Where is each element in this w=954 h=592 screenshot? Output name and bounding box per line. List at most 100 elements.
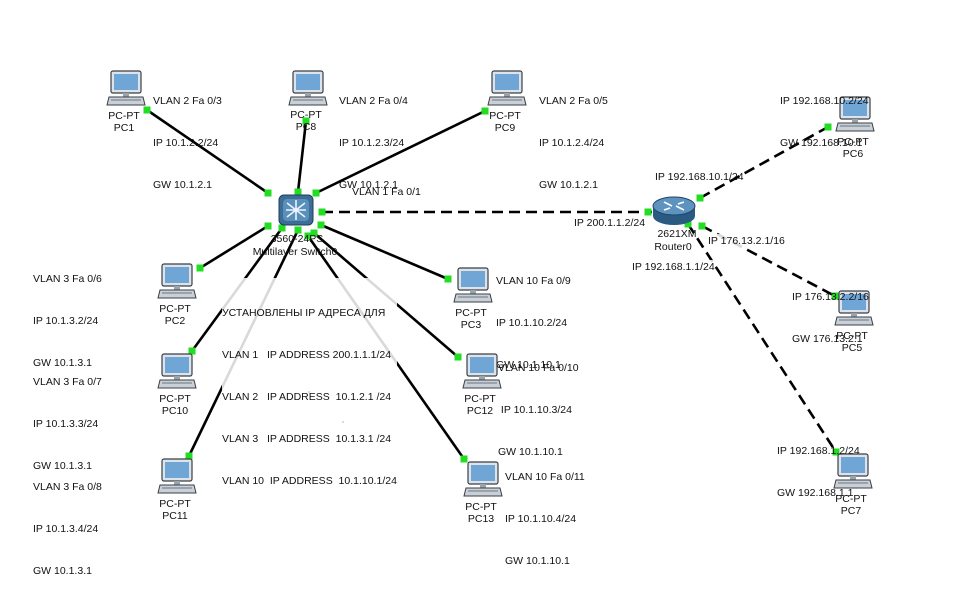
port-indicators-layer [143, 106, 840, 463]
pc9-notes: VLAN 2 Fa 0/5 IP 10.1.2.4/24 GW 10.1.2.1 [539, 66, 608, 206]
link-router-pc7-port-light-2 [832, 448, 840, 456]
pc1-note-vlan: VLAN 2 Fa 0/3 [153, 95, 222, 107]
pc-icon [463, 461, 503, 497]
pc8-note-gw: GW 10.1.2.1 [339, 179, 398, 191]
link-pc2-switch-port-light-1 [196, 264, 204, 272]
pc12-name-label: PC12 [466, 405, 494, 417]
pc13-name-label: PC13 [467, 513, 495, 525]
pc13-notes: VLAN 10 Fa 0/11 IP 10.1.10.4/24 GW 10.1.… [505, 442, 585, 582]
pc6-device[interactable] [835, 96, 875, 134]
pc13-note-gw: GW 10.1.10.1 [505, 555, 570, 567]
pc2-note-ip: IP 10.1.3.2/24 [33, 315, 99, 327]
pc2-note-gw: GW 10.1.3.1 [33, 357, 92, 369]
switch-model-label: 3560-24PS [270, 233, 324, 245]
switch-name-label: Multilayer Switch0 [252, 246, 338, 258]
pc5-name-label: PC5 [841, 342, 863, 354]
pc3-note-ip: IP 10.1.10.2/24 [496, 317, 568, 329]
pc5-type-label: PC-PT [836, 330, 868, 342]
pc10-type-label: PC-PT [159, 393, 191, 405]
pc9-note-ip: IP 10.1.2.4/24 [539, 137, 605, 149]
link-pc9-switch-port-light-1 [481, 107, 489, 115]
pc8-name-label: PC8 [295, 121, 317, 133]
link-pc1-switch[interactable] [146, 108, 269, 195]
pc1-device[interactable] [106, 70, 146, 108]
pc12-type-label: PC-PT [464, 393, 496, 405]
link-router-pc7-port-light-1 [684, 220, 692, 228]
pc-icon [462, 353, 502, 389]
link-pc1-switch-port-light-1 [143, 106, 151, 114]
pc8-device[interactable] [288, 70, 328, 108]
link-pc12-switch-port-light-2 [310, 229, 318, 237]
svi-note-vlan2: VLAN 2 IP ADDRESS 10.1.2.1 /24 [222, 391, 392, 403]
pc6-notes: IP 192.168.10.2/24 GW 192.168.10.1 [780, 66, 869, 164]
pc3-type-label: PC-PT [455, 307, 487, 319]
pc1-name-label: PC1 [113, 122, 135, 134]
router-icon[interactable] [652, 196, 696, 225]
pc2-name-label: PC2 [164, 315, 186, 327]
pc10-device[interactable] [157, 353, 197, 391]
link-pc13-switch-port-light-1 [460, 455, 468, 463]
pc8-notes: VLAN 2 Fa 0/4 IP 10.1.2.3/24 GW 10.1.2.1 [339, 66, 408, 206]
pc6-note-gw: GW 192.168.10.1 [780, 137, 863, 149]
pc13-note-ip: IP 10.1.10.4/24 [505, 513, 577, 525]
pc9-note-gw: GW 10.1.2.1 [539, 179, 598, 191]
pc1-type-label: PC-PT [108, 110, 140, 122]
pc9-device[interactable] [487, 70, 527, 108]
link-router-pc6-port-light-1 [696, 194, 704, 202]
pc11-name-label: PC11 [162, 510, 188, 522]
pc11-device[interactable] [157, 458, 197, 496]
pc8-type-label: PC-PT [290, 109, 322, 121]
pc-icon [833, 453, 873, 489]
pc5-note-gw: GW 176.13.2.1 [792, 333, 863, 345]
pc3-note-vlan: VLAN 10 Fa 0/9 [496, 275, 571, 287]
link-router-pc6[interactable] [699, 125, 829, 200]
pc9-note-vlan: VLAN 2 Fa 0/5 [539, 95, 608, 107]
svi-note-vlan3: VLAN 3 IP ADDRESS 10.1.3.1 /24 [222, 433, 392, 445]
pc11-note-ip: IP 10.1.3.4/24 [33, 523, 99, 535]
pc7-device[interactable] [833, 453, 873, 491]
pc7-name-label: PC7 [840, 505, 862, 517]
pc2-notes: VLAN 3 Fa 0/6 IP 10.1.3.2/24 GW 10.1.3.1 [33, 244, 102, 384]
svi-note-title: УСТАНОВЛЕНЫ IP АДРЕСА ДЛЯ [222, 307, 386, 319]
pc3-device[interactable] [453, 267, 493, 305]
pc11-type-label: PC-PT [159, 498, 191, 510]
link-router-pc5-port-light-2 [831, 292, 839, 300]
router-pc7-ip-label: IP 192.168.1.1/24 [632, 260, 715, 274]
link-pc2-switch[interactable] [199, 224, 269, 270]
link-pc8-switch[interactable] [296, 120, 308, 193]
pc12-note-vlan: VLAN 10 Fa 0/10 [498, 362, 579, 374]
pc2-note-vlan: VLAN 3 Fa 0/6 [33, 273, 102, 285]
pc-icon [835, 96, 875, 132]
link-router-pc6-port-light-2 [824, 123, 832, 131]
link-pc11-switch-port-light-2 [294, 226, 302, 234]
link-router-pc7[interactable] [686, 223, 838, 453]
multilayer-switch-icon[interactable] [278, 194, 314, 226]
pc5-device[interactable] [834, 290, 874, 328]
pc9-name-label: PC9 [494, 122, 516, 134]
pc12-note-ip: IP 10.1.10.3/24 [498, 404, 572, 416]
pc-icon [157, 263, 197, 299]
pc13-note-vlan: VLAN 10 Fa 0/11 [505, 471, 585, 483]
pc7-note-gw: GW 192.168.1.1 [777, 487, 854, 499]
pc2-device[interactable] [157, 263, 197, 301]
link-switch-router-port-light-1 [318, 208, 326, 216]
pc1-note-ip: IP 10.1.2.2/24 [153, 137, 219, 149]
topology-canvas [143, 106, 840, 463]
pc8-note-vlan: VLAN 2 Fa 0/4 [339, 95, 408, 107]
pc-icon [157, 458, 197, 494]
link-pc9-switch[interactable] [315, 109, 486, 195]
pc7-type-label: PC-PT [835, 493, 867, 505]
pc-icon [834, 290, 874, 326]
pc13-device[interactable] [463, 461, 503, 499]
link-pc3-switch[interactable] [320, 223, 449, 281]
pc7-note-ip: IP 192.168.1.2/24 [777, 445, 860, 457]
pc12-device[interactable] [462, 353, 502, 391]
pc11-note-vlan: VLAN 3 Fa 0/8 [33, 481, 102, 493]
link-pc9-switch-port-light-2 [312, 189, 320, 197]
router-pc6-ip-label: IP 192.168.10.1/24 [655, 171, 744, 183]
pc-icon [288, 70, 328, 106]
link-pc8-switch-port-light-2 [294, 188, 302, 196]
link-pc10-switch-port-light-1 [188, 347, 196, 355]
router-model-label: 2621XM [657, 228, 697, 240]
svi-address-note: УСТАНОВЛЕНЫ IP АДРЕСА ДЛЯ VLAN 1 IP ADDR… [222, 278, 397, 502]
